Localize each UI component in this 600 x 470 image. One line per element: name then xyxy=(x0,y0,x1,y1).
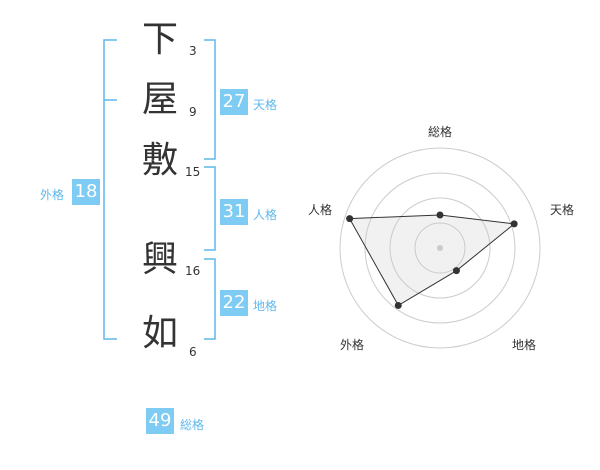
radar-series-polygon xyxy=(348,214,516,307)
radar-axis-label-tenkaku: 天格 xyxy=(550,203,575,217)
radar-point-5 xyxy=(346,215,354,223)
radar-point-2 xyxy=(510,220,518,228)
radar-axis-label-gaikaku: 外格 xyxy=(340,338,365,352)
gaikaku-bracket xyxy=(103,39,117,340)
radar-point-4 xyxy=(394,301,402,309)
stroke-count-3: 15 xyxy=(185,165,201,179)
chikaku-bracket xyxy=(204,258,216,340)
chikaku-badge: 22 xyxy=(220,290,248,316)
radar-point-1 xyxy=(436,211,444,219)
chikaku-label: 地格 xyxy=(253,299,278,313)
radar-point-3 xyxy=(452,267,460,275)
gaikaku-badge: 18 xyxy=(72,179,100,205)
radar-ring xyxy=(339,147,541,349)
tenkaku-bracket xyxy=(204,39,216,160)
radar-axis-label-soukaku: 総格 xyxy=(428,125,453,139)
radar-axis-label-jinkaku: 人格 xyxy=(308,203,333,217)
soukaku-label: 総格 xyxy=(180,418,205,432)
radar-ring xyxy=(414,222,466,274)
name-char-4: 興 xyxy=(142,239,179,280)
tenkaku-badge: 27 xyxy=(220,89,248,115)
stroke-count-4: 16 xyxy=(185,264,201,278)
stroke-count-5: 6 xyxy=(189,345,197,359)
radar-ring xyxy=(389,197,491,299)
stroke-count-1: 3 xyxy=(189,44,197,58)
name-char-2: 屋 xyxy=(142,79,179,120)
radar-ring xyxy=(364,172,516,324)
stroke-count-2: 9 xyxy=(189,105,197,119)
jinkaku-bracket xyxy=(204,166,216,251)
name-char-1: 下 xyxy=(142,19,179,60)
name-char-5: 如 xyxy=(142,313,179,354)
tenkaku-label: 天格 xyxy=(253,98,278,112)
soukaku-badge: 49 xyxy=(146,408,174,434)
jinkaku-label: 人格 xyxy=(253,208,278,222)
name-char-3: 敷 xyxy=(142,140,179,181)
radar-center xyxy=(437,245,443,251)
jinkaku-badge: 31 xyxy=(220,199,248,225)
radar-axis-label-chikaku: 地格 xyxy=(512,338,537,352)
gaikaku-label: 外格 xyxy=(40,188,65,202)
